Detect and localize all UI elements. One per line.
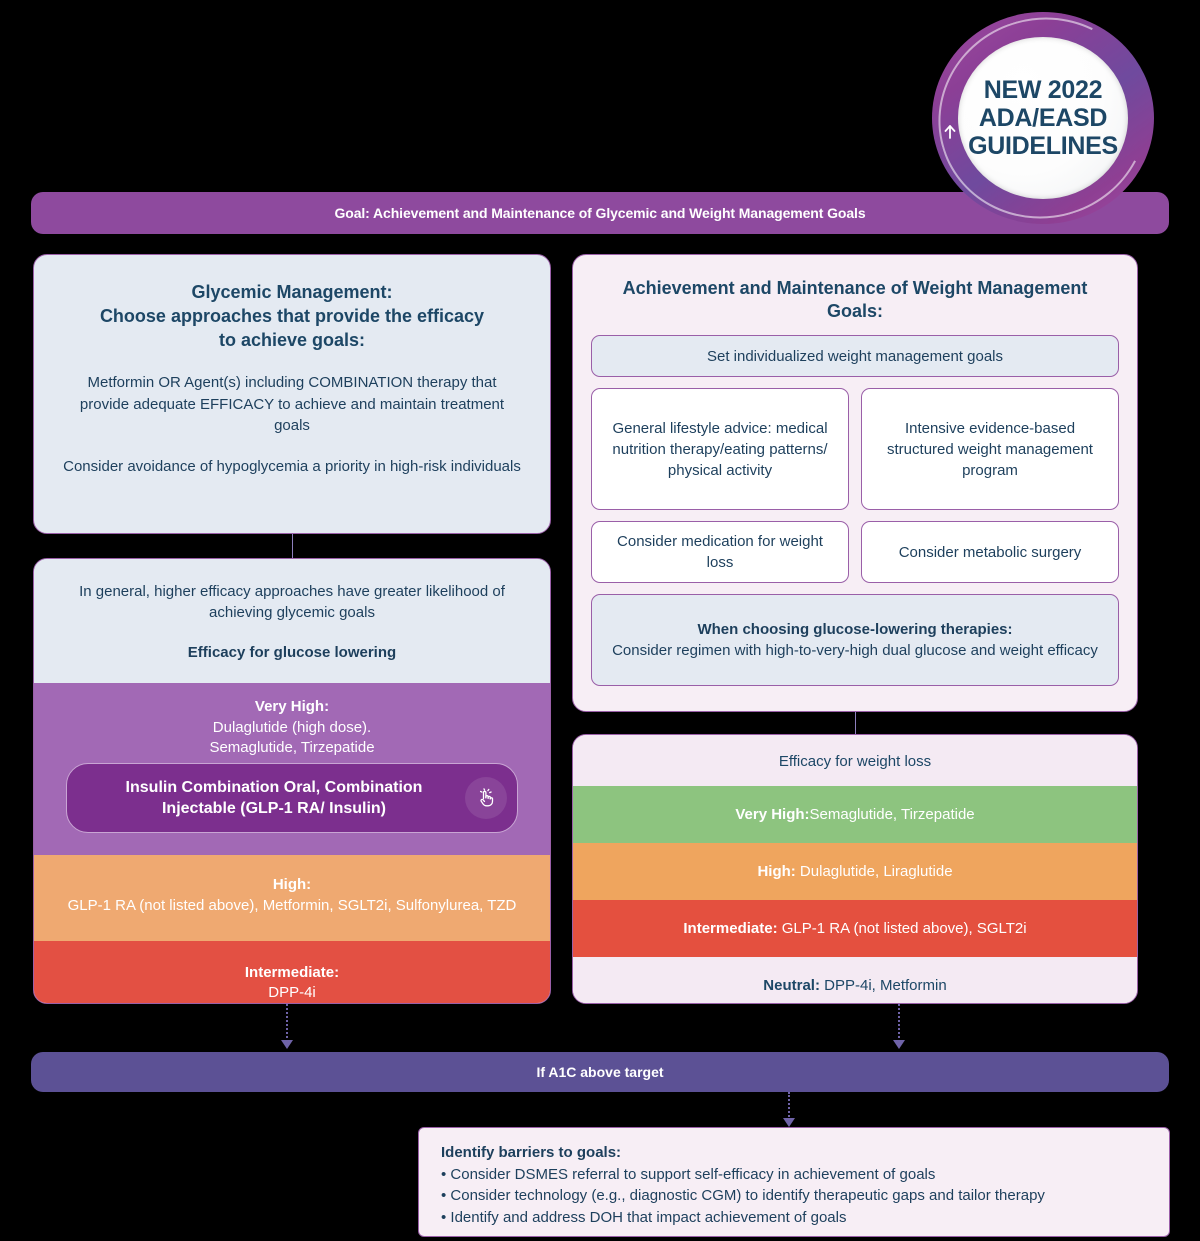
badge-text: NEW 2022 ADA/EASD GUIDELINES (968, 76, 1118, 160)
right-panels-connector (855, 712, 856, 734)
glucose-band-high: High: GLP-1 RA (not listed above), Metfo… (34, 855, 550, 941)
insulin-line-1: Insulin Combination Oral, Combination (125, 778, 423, 796)
weight-neutral-label: Neutral: (763, 977, 820, 994)
weight-neutral-value: DPP-4i, Metformin (819, 977, 947, 994)
set-individualized-goals-card: Set individualized weight management goa… (591, 335, 1119, 378)
glycemic-panel-title: Glycemic Management: Choose approaches t… (62, 281, 522, 352)
weight-band-intermediate: Intermediate: GLP-1 RA (not listed above… (573, 900, 1137, 957)
weight-very-high-value: Semaglutide, Tirzepatide (809, 806, 975, 823)
insulin-combination-button[interactable]: Insulin Combination Oral, Combination In… (66, 762, 518, 834)
glucose-high-value: GLP-1 RA (not listed above), Metformin, … (67, 896, 517, 914)
barriers-item-1: • Consider technology (e.g., diagnostic … (441, 1187, 1045, 1205)
glycemic-paragraph-2: Consider avoidance of hypoglycemia a pri… (63, 458, 521, 476)
lifestyle-intensive-row: General lifestyle advice: medical nutrit… (591, 388, 1119, 511)
glycemic-title-line-3: to achieve goals: (218, 329, 366, 350)
medication-surgery-row: Consider medication for weight loss Cons… (591, 521, 1119, 584)
glucose-efficacy-header: In general, higher efficacy approaches h… (34, 559, 550, 683)
arrow-a1c-to-barriers (783, 1092, 800, 1130)
consider-metabolic-surgery-card: Consider metabolic surgery (861, 521, 1119, 584)
weight-intermediate-label: Intermediate: (683, 920, 778, 937)
weight-high-value: Dulaglutide, Liraglutide (795, 863, 953, 880)
weight-band-very-high: Very High:Semaglutide, Tirzepatide (573, 786, 1137, 843)
arrow-weight-to-a1c (893, 1004, 910, 1052)
barriers-item-0: • Consider DSMES referral to support sel… (441, 1166, 936, 1183)
intensive-label: Intensive evidence-based structured weig… (887, 419, 1093, 479)
weight-goals-title-line-2: Goals: (826, 301, 883, 322)
arrow-glucose-to-a1c (281, 1004, 298, 1052)
glucose-band-intermediate: Intermediate: DPP-4i (34, 940, 550, 1003)
set-goals-label: Set individualized weight management goa… (706, 347, 1003, 365)
glycemic-management-panel: Glycemic Management: Choose approaches t… (33, 254, 551, 534)
glucose-lowering-title: When choosing glucose-lowering therapies… (697, 621, 1013, 639)
barriers-title: Identify barriers to goals: (441, 1144, 622, 1161)
badge-line-1: NEW 2022 (983, 76, 1103, 104)
a1c-above-target-label: If A1C above target (536, 1064, 664, 1080)
weight-high-label: High: (757, 863, 796, 880)
consider-medication-card: Consider medication for weight loss (591, 521, 849, 584)
left-panels-connector (292, 534, 293, 558)
weight-intermediate-value: GLP-1 RA (not listed above), SGLT2i (777, 920, 1027, 937)
barriers-item-2: • Identify and address DOH that impact a… (441, 1208, 847, 1226)
surgery-label: Consider metabolic surgery (898, 543, 1082, 561)
circular-arrow-icon (944, 125, 956, 139)
glycemic-paragraph-1: Metformin OR Agent(s) including COMBINAT… (79, 374, 505, 434)
glucose-very-high-line-2: Semaglutide, Tirzepatide (209, 739, 375, 757)
medication-label: Consider medication for weight loss (617, 533, 823, 572)
glucose-lowering-therapies-card: When choosing glucose-lowering therapies… (591, 594, 1119, 687)
lifestyle-label: General lifestyle advice: medical nutrit… (612, 419, 828, 479)
tap-hand-icon[interactable] (465, 777, 507, 820)
general-lifestyle-advice-card: General lifestyle advice: medical nutrit… (591, 388, 849, 511)
glucose-band-very-high: Very High: Dulaglutide (high dose). Sema… (34, 682, 550, 856)
glucose-efficacy-subtitle: Efficacy for glucose lowering (187, 643, 397, 661)
glucose-high-label: High: (272, 876, 312, 894)
weight-band-neutral: Neutral: DPP-4i, Metformin (573, 957, 1137, 1003)
glycemic-title-line-2: Choose approaches that provide the effic… (99, 305, 485, 326)
weight-efficacy-header: Efficacy for weight loss (573, 735, 1137, 786)
glucose-efficacy-intro: In general, higher efficacy approaches h… (79, 583, 505, 622)
new-guidelines-badge[interactable]: NEW 2022 ADA/EASD GUIDELINES (912, 0, 1174, 246)
glucose-lowering-body: Consider regimen with high-to-very-high … (612, 642, 1098, 660)
intensive-weight-program-card: Intensive evidence-based structured weig… (861, 388, 1119, 511)
goal-header-label: Goal: Achievement and Maintenance of Gly… (334, 205, 866, 221)
weight-loss-efficacy-panel: Efficacy for weight loss Very High:Semag… (572, 734, 1138, 1004)
weight-goals-title-line-1: Achievement and Maintenance of Weight Ma… (622, 278, 1088, 298)
badge-line-3: GUIDELINES (968, 132, 1118, 160)
weight-goals-title: Achievement and Maintenance of Weight Ma… (591, 271, 1119, 335)
identify-barriers-panel: Identify barriers to goals: • Consider D… (418, 1127, 1170, 1237)
glucose-intermediate-value: DPP-4i (268, 984, 316, 1002)
a1c-above-target-bar: If A1C above target (31, 1052, 1169, 1092)
badge-line-2: ADA/EASD (978, 104, 1108, 132)
weight-management-goals-panel: Achievement and Maintenance of Weight Ma… (572, 254, 1138, 712)
glucose-intermediate-label: Intermediate: (244, 963, 340, 981)
glucose-very-high-line-1: Dulaglutide (high dose). (212, 718, 372, 736)
badge-inner-circle: NEW 2022 ADA/EASD GUIDELINES (958, 37, 1128, 199)
glucose-very-high-label: Very High: (254, 697, 330, 715)
weight-very-high-label: Very High: (735, 806, 810, 823)
glucose-efficacy-panel: In general, higher efficacy approaches h… (33, 558, 551, 1004)
glycemic-title-line-1: Glycemic Management: (191, 282, 393, 302)
weight-band-high: High: Dulaglutide, Liraglutide (573, 843, 1137, 900)
insulin-line-2: Injectable (GLP-1 RA/ Insulin) (161, 800, 387, 818)
